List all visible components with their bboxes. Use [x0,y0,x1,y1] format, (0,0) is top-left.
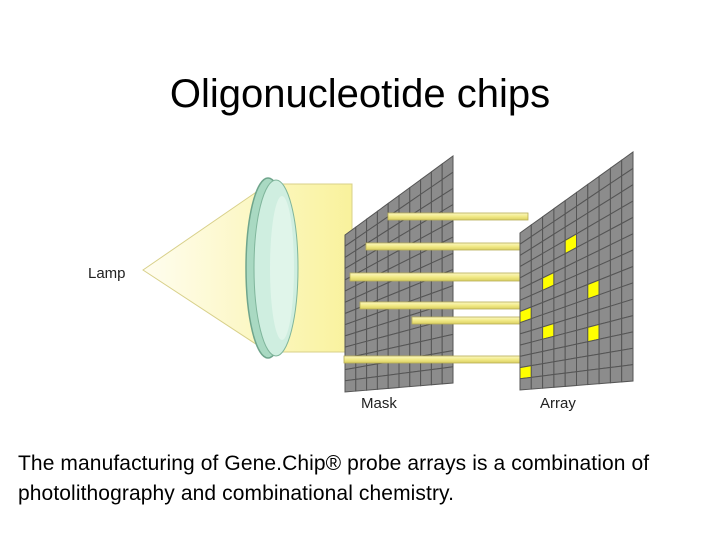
array-cell [564,357,577,374]
mask-cell [409,326,422,345]
light-beam [343,355,529,364]
array-cell [587,368,600,386]
array-cell [519,376,532,391]
light-beam [411,316,529,325]
mask-cell [441,333,454,354]
array-cell [553,359,566,376]
array-cell [587,353,600,371]
array-cell [598,351,611,370]
array-cell [621,331,634,351]
array-cell-highlight [587,323,600,343]
mask-cell [344,367,357,382]
array-cell [564,343,577,361]
mask-cell [420,323,432,343]
caption: The manufacturing of Gene.Chip® probe ar… [18,452,650,505]
mask-cell [420,369,432,387]
array-cell [542,348,555,365]
array-cell [530,363,544,378]
array-cell [598,320,611,340]
mask-label: Mask [361,395,397,412]
array-cell [621,314,634,336]
array-cell [609,333,623,353]
mask-cell [355,377,368,392]
mask-cell [387,373,400,389]
light-beam [359,301,529,310]
mask-cell [344,378,357,393]
array-cell [553,372,566,388]
light-beam [349,272,529,282]
array-cell [576,355,589,373]
mask-cell [376,361,389,378]
lens [245,177,299,359]
array-cell [609,317,623,338]
light-beam [387,212,529,221]
light-beams [343,212,529,364]
array-cell [609,349,623,369]
array-cell [576,341,589,359]
array-cell [553,345,566,363]
mask-cell [355,365,368,380]
array-cell [530,375,544,390]
array-cell [564,371,577,387]
mask-cell [398,371,411,389]
array-cell [576,369,589,387]
array-cell-highlight [519,365,532,380]
array-cell [598,366,611,385]
mask-cell [441,366,454,385]
mask-cell [376,374,389,390]
array-label: Array [540,395,576,412]
array-cell [609,365,623,384]
array-cell [542,361,555,377]
array-cell [598,336,611,355]
mask-cell [420,338,432,357]
array-cell [621,347,634,367]
mask-cell [409,370,422,388]
mask-cell [366,376,378,391]
array-cell [621,364,634,383]
mask-cell [430,367,443,386]
lamp-label: Lamp [88,265,126,282]
slide-title: Oligonucleotide chips [169,72,551,116]
light-beam [365,242,529,251]
mask-cell [430,336,443,355]
array-grid [519,151,634,391]
array-cell [587,338,600,357]
array-cell [542,373,555,389]
mask-cell [366,363,378,379]
